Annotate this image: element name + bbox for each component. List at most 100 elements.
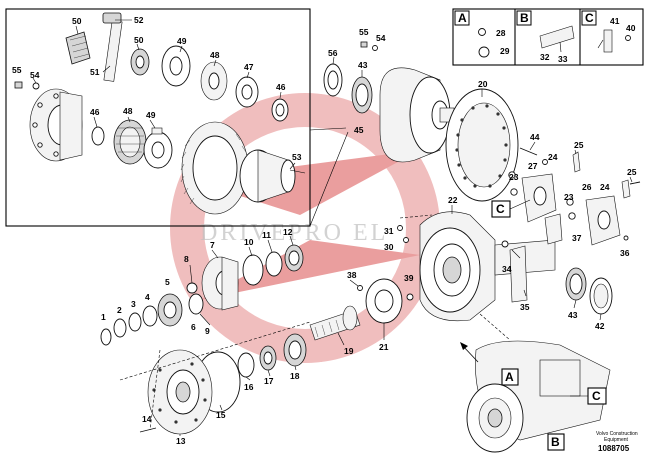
- callout-26: 26: [582, 182, 592, 192]
- watermark-text: DRIVEPRO EL: [200, 220, 388, 246]
- callout-30: 30: [384, 242, 394, 252]
- view-label-c-lower: C: [570, 387, 607, 405]
- callout-16: 16: [244, 382, 254, 392]
- footer-company: Volvo Construction: [596, 431, 638, 437]
- callout-56: 56: [328, 48, 338, 58]
- hub-45: [379, 67, 455, 163]
- seal-16: [237, 352, 255, 378]
- svg-text:C: C: [496, 202, 505, 216]
- callout-47: 47: [244, 62, 254, 72]
- callout-38: 38: [347, 270, 357, 280]
- differential-case-half: [29, 88, 83, 162]
- reference-box-b: B 32 33: [516, 10, 575, 64]
- ring-2: [113, 318, 127, 338]
- upper-assembly: [323, 41, 641, 246]
- washer-39: [406, 293, 414, 301]
- washer-4: [142, 305, 158, 327]
- callout-22: 22: [448, 195, 458, 205]
- callout-40: 40: [626, 23, 636, 33]
- ref-letter-c: C: [585, 11, 594, 25]
- callout-42: 42: [595, 321, 605, 331]
- callout-18: 18: [290, 371, 300, 381]
- pinion-gear-50b: [130, 48, 150, 76]
- inset-parts: [14, 12, 306, 215]
- callout-labels: 50 52 50 49 48 47 46 55 54 51 46 48 49 5…: [12, 15, 637, 446]
- callout-25b: 25: [627, 167, 637, 177]
- callout-10: 10: [244, 237, 254, 247]
- spider-shaft-52: [102, 12, 123, 82]
- callout-53: 53: [292, 152, 302, 162]
- bolt-14: [139, 427, 157, 433]
- callout-21: 21: [379, 342, 389, 352]
- ref-letter-a: A: [458, 11, 467, 25]
- callout-46: 46: [276, 82, 286, 92]
- planetary-parts: [100, 244, 361, 435]
- callout-55: 55: [12, 65, 22, 75]
- callout-3: 3: [131, 299, 136, 309]
- ref-letter-b: B: [520, 11, 529, 25]
- differential-case-53: [239, 149, 306, 203]
- callout-17: 17: [264, 376, 274, 386]
- callout-1: 1: [101, 312, 106, 322]
- callout-25: 25: [574, 140, 584, 150]
- ring-3: [128, 312, 142, 332]
- footer-code: 1088705: [598, 444, 630, 453]
- view-label-a: A: [501, 368, 519, 386]
- bolt-55: [14, 81, 23, 89]
- callout-27: 27: [528, 161, 538, 171]
- detail-inset-frame: [5, 8, 311, 227]
- callout-24: 24: [548, 152, 558, 162]
- callout-24b: 24: [600, 182, 610, 192]
- svg-text:A: A: [505, 370, 514, 384]
- callout-19: 19: [344, 346, 354, 356]
- callout-36: 36: [620, 248, 630, 258]
- callout-51: 51: [90, 67, 100, 77]
- reference-box-group: A 28 29 B 32 33 C 41 40: [452, 8, 644, 66]
- callout-14: 14: [142, 414, 152, 424]
- drive-shaft-19: [309, 305, 361, 341]
- callout-9: 9: [205, 326, 210, 336]
- callout-50b: 50: [134, 35, 144, 45]
- footer-block: Volvo Construction Equipment 1088705: [596, 431, 638, 453]
- callout-4: 4: [145, 292, 150, 302]
- callout-41: 41: [610, 16, 620, 26]
- callout-2: 2: [117, 305, 122, 315]
- circlip-1: [100, 328, 112, 346]
- callout-12: 12: [283, 227, 293, 237]
- reference-box-c: C 41 40: [581, 10, 636, 53]
- washer-8: [186, 282, 198, 294]
- callout-31: 31: [384, 226, 394, 236]
- callout-33: 33: [558, 54, 568, 64]
- callout-34: 34: [502, 264, 512, 274]
- wheel-hub-13: [147, 349, 213, 435]
- callout-20: 20: [478, 79, 488, 89]
- callout-44: 44: [530, 132, 540, 142]
- callout-29: 29: [500, 46, 510, 56]
- view-label-b: B: [547, 433, 565, 451]
- planet-carrier-7: [201, 256, 239, 311]
- view-label-c-upper: C: [491, 199, 531, 218]
- callout-49: 49: [177, 36, 187, 46]
- callout-48b: 48: [123, 106, 133, 116]
- reference-box-a: A 28 29: [454, 10, 510, 58]
- callout-37: 37: [572, 233, 582, 243]
- callout-54: 54: [30, 70, 40, 80]
- brake-disc-20: [445, 88, 519, 202]
- leader-lines: [32, 19, 633, 436]
- bolt-38: [357, 285, 363, 291]
- crown-wheel: [180, 121, 250, 215]
- callout-6: 6: [191, 322, 196, 332]
- callout-8: 8: [184, 254, 189, 264]
- callout-54b: 54: [376, 33, 386, 43]
- svg-text:C: C: [592, 389, 601, 403]
- pinion-gear-50: [65, 31, 91, 65]
- callout-23b: 23: [564, 192, 574, 202]
- callout-11: 11: [262, 230, 271, 240]
- callout-15: 15: [216, 410, 226, 420]
- callout-7: 7: [210, 240, 215, 250]
- footer-equipment: Equipment: [604, 437, 629, 443]
- callout-45: 45: [354, 125, 364, 135]
- callout-39: 39: [404, 273, 414, 283]
- caliper-27: [508, 171, 557, 223]
- washer-46b: [91, 126, 105, 146]
